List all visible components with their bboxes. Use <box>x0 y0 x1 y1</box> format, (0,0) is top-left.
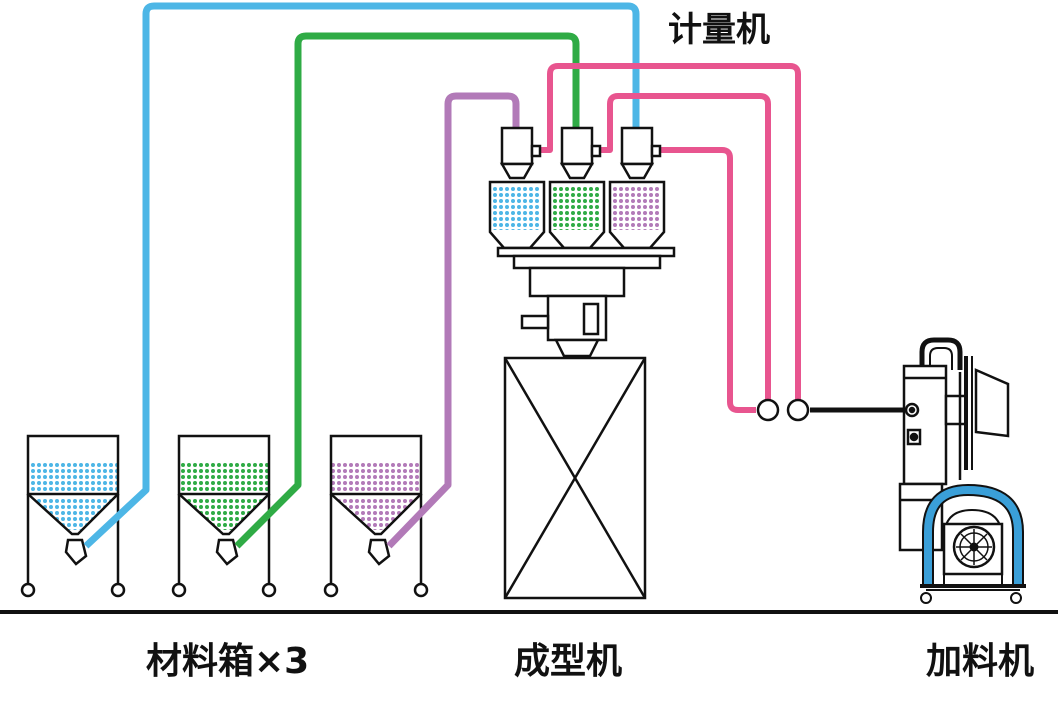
fan-icon <box>942 522 1004 576</box>
vacuum-loader-icon <box>898 337 1010 552</box>
molding-machine-label: 成型机 <box>514 641 623 682</box>
material-bin-blue <box>20 434 126 598</box>
dosing-unit-label: 计量机 <box>668 10 770 50</box>
material-bins-label: 材料箱×3 <box>146 641 310 682</box>
vacuum-line-2 <box>600 93 771 400</box>
pipe-green <box>234 32 580 549</box>
material-bin-purple <box>323 434 429 598</box>
dosing-unit <box>488 126 676 358</box>
molding-machine-icon <box>503 356 647 600</box>
loader-label: 加料机 <box>926 641 1035 682</box>
material-bin-green <box>171 434 277 598</box>
pipe-purple <box>386 92 520 549</box>
pipe-blue <box>83 2 640 549</box>
vacuum-line-1 <box>540 63 801 400</box>
vacuum-line-3 <box>660 147 756 413</box>
vacuum-valves <box>756 398 905 422</box>
loader-frame <box>920 483 1026 604</box>
